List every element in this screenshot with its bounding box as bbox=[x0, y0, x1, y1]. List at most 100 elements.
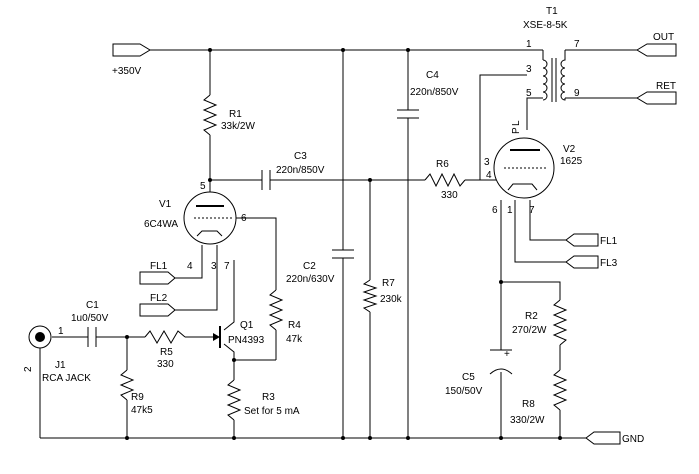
transformer-t1: 1 3 5 7 9 T1 XSE-8-5K bbox=[523, 6, 580, 102]
junction-dot bbox=[341, 48, 345, 52]
r5-ref: R5 bbox=[160, 347, 173, 358]
v2-value: 1625 bbox=[560, 156, 583, 167]
port-fl2-v1: FL2 bbox=[139, 293, 176, 317]
r1-ref: R1 bbox=[229, 109, 242, 120]
j1-rca-jack: 1 2 J1 RCA JACK bbox=[23, 325, 91, 384]
junction-dot bbox=[208, 48, 212, 52]
t1-pin-9-label: 9 bbox=[574, 88, 580, 99]
tube-v2: P L 3 4 6 1 7 V2 1625 bbox=[484, 120, 583, 216]
junction-dot bbox=[368, 436, 372, 440]
c3-ref: C3 bbox=[294, 151, 307, 162]
t1-ref: T1 bbox=[546, 6, 558, 17]
capacitor-c1: C1 1u0/50V bbox=[71, 300, 109, 347]
v2-ref: V2 bbox=[563, 144, 576, 155]
junction-dot bbox=[341, 436, 345, 440]
port-fl1-v1-label: FL1 bbox=[150, 261, 168, 272]
junction-dot bbox=[125, 335, 129, 339]
port-fl3-v2: FL3 bbox=[565, 255, 618, 269]
r3-value: Set for 5 mA bbox=[244, 406, 300, 417]
v1-ref: V1 bbox=[159, 199, 172, 210]
c5-plus-label: + bbox=[504, 349, 510, 360]
r6-value: 330 bbox=[441, 190, 458, 201]
r2-ref: R2 bbox=[525, 311, 538, 322]
c5-ref: C5 bbox=[462, 372, 475, 383]
resistor-r3: R3 Set for 5 mA bbox=[226, 379, 300, 421]
c2-ref: C2 bbox=[303, 261, 316, 272]
v2-pin-l-label: L bbox=[511, 120, 522, 126]
t1-value: XSE-8-5K bbox=[523, 20, 568, 31]
c5-value: 150/50V bbox=[445, 386, 483, 397]
v2-pin-6-label: 6 bbox=[492, 205, 498, 216]
junction-dot bbox=[125, 436, 129, 440]
junction-dot bbox=[406, 48, 410, 52]
junction-dot bbox=[208, 178, 212, 182]
port-b350: +350V bbox=[112, 43, 151, 77]
port-fl1-v1: FL1 bbox=[139, 261, 176, 285]
port-ret: RET bbox=[636, 81, 677, 105]
v1-pin-6-label: 6 bbox=[241, 213, 247, 224]
junction-dot bbox=[232, 358, 236, 362]
junction-dot bbox=[558, 436, 562, 440]
v2-pin-4-label: 4 bbox=[486, 170, 492, 181]
resistor-r6: R6 330 bbox=[424, 159, 466, 201]
r6-ref: R6 bbox=[436, 159, 449, 170]
q1-value: PN4393 bbox=[228, 335, 265, 346]
junction-dot bbox=[232, 436, 236, 440]
junction-dot bbox=[499, 280, 503, 284]
capacitor-c4: C4 220n/850V bbox=[397, 70, 459, 119]
junctions bbox=[125, 48, 562, 440]
tube-v1: 5 6 3 4 7 V1 6C4WA bbox=[144, 181, 247, 272]
capacitor-c2: C2 220n/630V bbox=[286, 249, 354, 285]
resistor-r2: R2 270/2W bbox=[512, 299, 568, 346]
v1-pin-3-label: 3 bbox=[211, 261, 217, 272]
c2-value: 220n/630V bbox=[286, 274, 335, 285]
c4-ref: C4 bbox=[426, 70, 439, 81]
r4-ref: R4 bbox=[288, 320, 301, 331]
port-out: OUT bbox=[636, 32, 677, 57]
port-out-label: OUT bbox=[653, 32, 674, 43]
capacitor-c3: C3 220n/850V bbox=[261, 151, 325, 190]
port-b350-label: +350V bbox=[112, 66, 142, 77]
resistor-r7: R7 230k bbox=[362, 278, 403, 313]
resistor-r5: R5 330 bbox=[144, 330, 186, 370]
r9-value: 47k5 bbox=[131, 405, 153, 416]
t1-pin-5-label: 5 bbox=[526, 88, 532, 99]
r7-ref: R7 bbox=[382, 278, 395, 289]
j1-pin-2-label: 2 bbox=[23, 366, 34, 372]
c1-ref: C1 bbox=[86, 300, 99, 311]
c4-value: 220n/850V bbox=[410, 87, 459, 98]
r3-ref: R3 bbox=[262, 392, 275, 403]
wires bbox=[39, 49, 637, 439]
v1-pin-5-label: 5 bbox=[200, 181, 206, 192]
junction-dot bbox=[368, 178, 372, 182]
capacitor-c5: + C5 150/50V bbox=[445, 349, 513, 397]
port-fl2-v1-label: FL2 bbox=[150, 293, 168, 304]
r4-value: 47k bbox=[286, 334, 303, 345]
r9-ref: R9 bbox=[131, 392, 144, 403]
port-ret-label: RET bbox=[656, 81, 676, 92]
r5-value: 330 bbox=[157, 359, 174, 370]
v2-pin-p-label: P bbox=[511, 127, 522, 134]
t1-pin-7-label: 7 bbox=[574, 39, 580, 50]
junction-dot bbox=[499, 436, 503, 440]
j1-pin-1-label: 1 bbox=[58, 326, 64, 337]
v1-pin-7-label: 7 bbox=[224, 261, 230, 272]
r8-value: 330/2W bbox=[510, 415, 545, 426]
v1-value: 6C4WA bbox=[144, 219, 178, 230]
r7-value: 230k bbox=[380, 294, 403, 305]
port-fl1-v2-label: FL1 bbox=[600, 236, 618, 247]
r1-value: 33k/2W bbox=[221, 121, 255, 132]
v2-pin-3-label: 3 bbox=[484, 157, 490, 168]
port-fl3-v2-label: FL3 bbox=[600, 258, 618, 269]
resistor-r8: R8 330/2W bbox=[510, 369, 568, 426]
r2-value: 270/2W bbox=[512, 325, 547, 336]
q1-ref: Q1 bbox=[240, 320, 254, 331]
t1-pin-3-label: 3 bbox=[526, 64, 532, 75]
r8-ref: R8 bbox=[522, 399, 535, 410]
port-gnd-label: GND bbox=[622, 434, 644, 445]
t1-pin-1-label: 1 bbox=[526, 39, 532, 50]
resistor-r1: R1 33k/2W bbox=[202, 94, 255, 136]
resistor-r9: R9 47k5 bbox=[119, 369, 153, 416]
c1-value: 1u0/50V bbox=[71, 313, 109, 324]
